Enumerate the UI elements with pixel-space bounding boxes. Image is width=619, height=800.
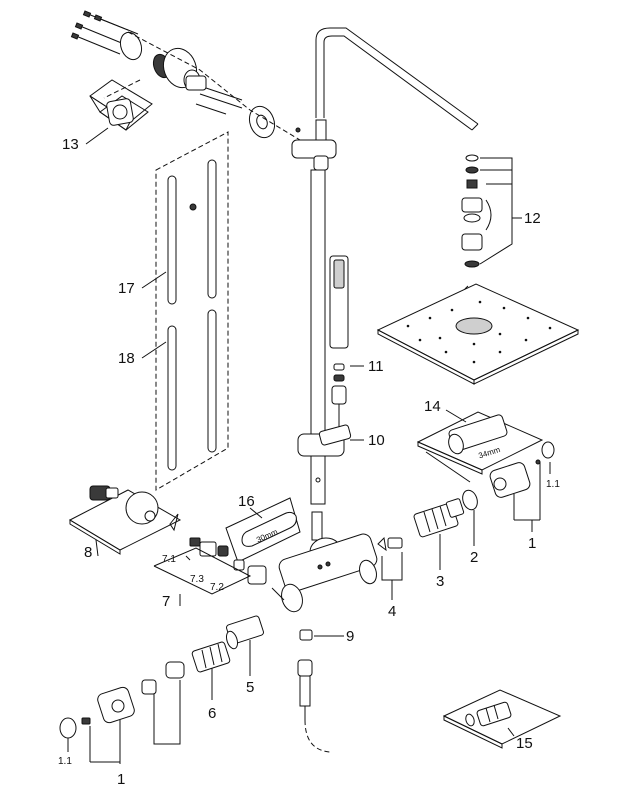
label-5: 5 xyxy=(246,679,254,696)
nozzle-dots xyxy=(406,300,552,364)
bracket-cover-detail xyxy=(89,79,153,131)
label-15: 15 xyxy=(516,735,533,752)
label-1-left: 1 xyxy=(117,771,125,788)
label-6: 6 xyxy=(208,705,216,722)
mounting-screws xyxy=(70,10,243,115)
small-fittings-4 xyxy=(377,536,403,552)
thermostat-body xyxy=(271,533,378,613)
head-shower-group: 12 xyxy=(376,154,580,385)
label-12: 12 xyxy=(524,210,541,227)
hose-connector-9: 9 xyxy=(297,628,354,753)
rail-18-right xyxy=(207,309,217,453)
label-9: 9 xyxy=(346,628,354,645)
wrench-tool-16: 30mm 16 xyxy=(225,493,301,563)
thermo-element-6: 6 xyxy=(191,641,231,722)
label-17: 17 xyxy=(118,280,135,297)
label-10: 10 xyxy=(368,432,385,449)
tool-sleeve-group: 34mm 14 xyxy=(416,398,544,483)
label-14: 14 xyxy=(424,398,441,415)
left-handle-group: 1 1.1 xyxy=(58,661,185,788)
hand-shower-holder: 10 xyxy=(297,424,385,457)
label-1-1-right: 1.1 xyxy=(546,479,560,490)
label-8: 8 xyxy=(84,544,92,561)
label-11: 11 xyxy=(368,358,384,375)
label-16: 16 xyxy=(238,493,255,510)
label-18: 18 xyxy=(118,350,135,367)
pipe-clamp xyxy=(291,139,337,159)
valve-cartridge-3 xyxy=(413,498,465,538)
label-3: 3 xyxy=(436,573,444,590)
label-7-2: 7.2 xyxy=(210,582,224,593)
cartridge-5: 5 xyxy=(225,615,264,696)
left-cover-group: 8 7.1 7.3 7.2 7 xyxy=(68,485,267,610)
label-1-1-left: 1.1 xyxy=(58,756,72,767)
label-13: 13 xyxy=(62,136,79,153)
label-4: 4 xyxy=(388,603,396,620)
shower-pipe xyxy=(291,27,479,541)
label-2: 2 xyxy=(470,549,478,566)
riser-rails-group: 17 18 xyxy=(118,131,229,491)
check-valve-7 xyxy=(189,537,267,585)
label-1-right: 1 xyxy=(528,535,536,552)
rail-17-right xyxy=(207,159,217,299)
sleeve-size-mark: 34mm xyxy=(477,445,501,461)
rail-18-left xyxy=(167,325,177,471)
wall-bracket-assembly: 13 xyxy=(62,10,301,153)
adapter-15: 15 xyxy=(442,689,562,752)
label-7: 7 xyxy=(162,593,170,610)
rail-17-left xyxy=(167,175,177,305)
label-7-3: 7.3 xyxy=(190,574,204,585)
hand-shower-group: 11 xyxy=(329,255,384,430)
right-handle-group: 1 1.1 2 3 4 xyxy=(377,441,560,620)
label-7-1: 7.1 xyxy=(162,554,176,565)
